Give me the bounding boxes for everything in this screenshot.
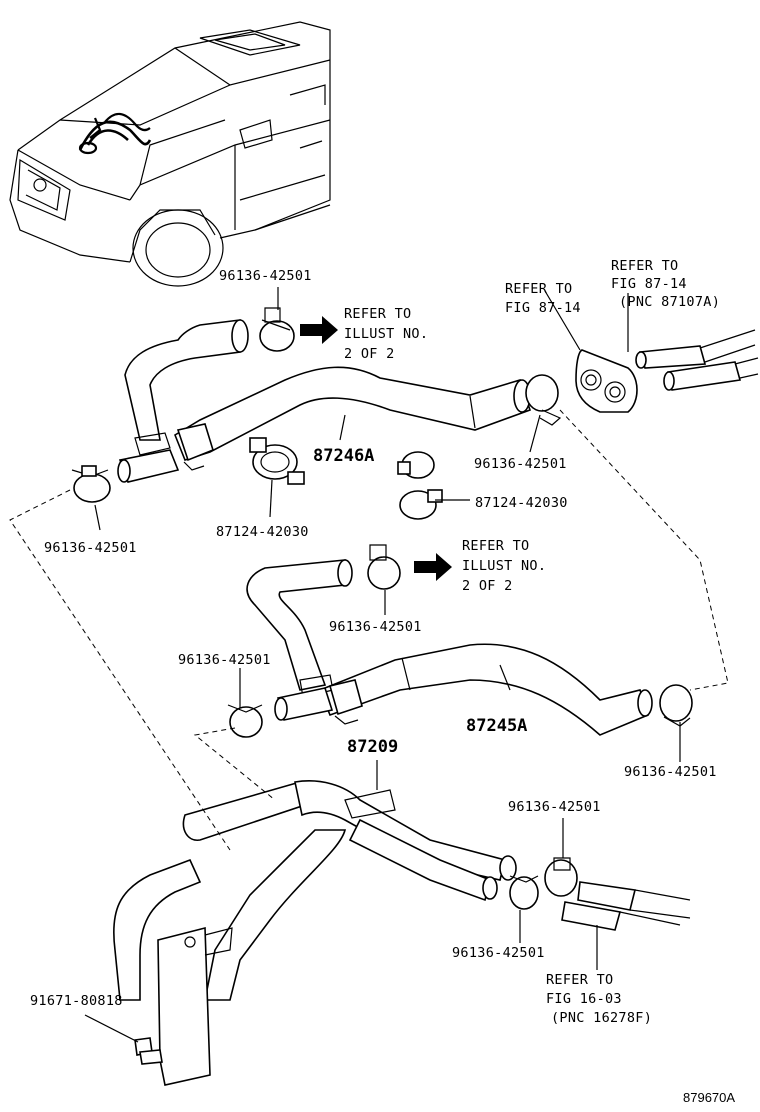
label-clamp-left-upper: 96136-42501 (44, 540, 137, 556)
vehicle-illustration (9, 21, 331, 287)
ref-fig8714b-line1: REFER TO (611, 258, 678, 274)
ref-illust-upper-line1: REFER TO (344, 306, 411, 322)
ref-illust-middle-line3: 2 OF 2 (462, 578, 513, 594)
ref-illust-upper-line3: 2 OF 2 (344, 346, 395, 362)
ref-fig8714a-line1: REFER TO (505, 281, 572, 297)
ref-fig1603-line3: (PNC 16278F) (551, 1010, 652, 1026)
pipes-lower-right (561, 881, 691, 931)
reference-dashes (9, 409, 729, 851)
label-clamp-right-mid: 96136-42501 (624, 764, 717, 780)
label-hose-87245a: 87245A (466, 716, 527, 736)
clip-left[interactable] (249, 437, 305, 485)
label-hose-87246a: 87246A (313, 446, 374, 466)
ref-fig8714b-line2: FIG 87-14 (611, 276, 687, 292)
hose-87245a[interactable] (246, 559, 653, 736)
label-clip-left: 87124-42030 (216, 524, 309, 540)
ref-illust-upper-line2: ILLUST NO. (344, 326, 428, 342)
clamp-lower-bottom[interactable] (509, 875, 539, 910)
leader-lines (84, 287, 681, 1043)
label-clamp-lower-bottom: 96136-42501 (452, 945, 545, 961)
ref-fig1603-line1: REFER TO (546, 972, 613, 988)
label-clamp-lower-top: 96136-42501 (508, 799, 601, 815)
label-clamp-mid: 96136-42501 (329, 619, 422, 635)
clamp-lower-top[interactable] (544, 857, 578, 897)
arrow-upper (300, 316, 338, 344)
ref-illust-middle-line2: ILLUST NO. (462, 558, 546, 574)
clamp-right-mid[interactable] (659, 684, 693, 727)
hose-87209[interactable] (113, 780, 517, 1001)
ref-fig1603-line2: FIG 16-03 (546, 991, 622, 1007)
ref-fig8714a-line2: FIG 87-14 (505, 300, 581, 316)
pipes-upper-right (635, 329, 759, 391)
clamp-mid[interactable] (367, 544, 401, 590)
clip-right[interactable] (397, 451, 443, 520)
ref-fig8714b-line3: (PNC 87107A) (619, 294, 720, 310)
label-bolt: 91671-80818 (30, 993, 123, 1009)
label-clamp-top: 96136-42501 (219, 268, 312, 284)
clamp-left-upper[interactable] (71, 465, 111, 503)
label-clamp-left-mid: 96136-42501 (178, 652, 271, 668)
clamp-left-mid[interactable] (227, 704, 263, 738)
label-clamp-right-upper: 96136-42501 (474, 456, 567, 472)
bracket[interactable] (157, 926, 233, 1086)
label-hose-87209: 87209 (347, 737, 398, 757)
label-clip-right: 87124-42030 (475, 495, 568, 511)
gasket-plate[interactable] (575, 349, 638, 413)
ref-illust-middle-line1: REFER TO (462, 538, 529, 554)
clamp-right-upper[interactable] (525, 374, 562, 426)
illustration-id: 879670A (683, 1090, 735, 1105)
clamp-top[interactable] (259, 307, 295, 352)
bolt[interactable] (134, 1037, 163, 1065)
arrow-middle (414, 553, 452, 581)
